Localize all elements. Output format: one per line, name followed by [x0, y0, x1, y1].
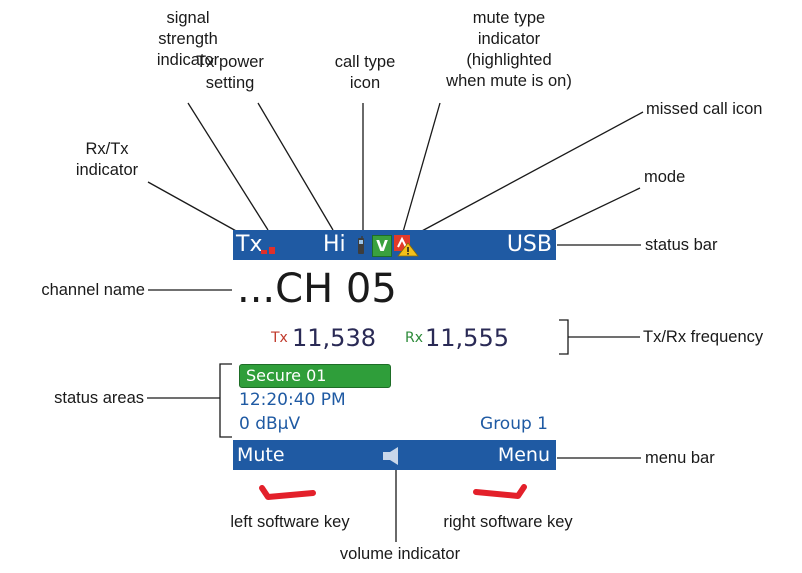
tx-power-label: Tx power setting — [196, 53, 264, 92]
group-name: Group 1 — [480, 414, 548, 434]
channel-name: ...CH 05 — [237, 266, 397, 312]
mute-type-leader — [402, 102, 441, 233]
tx-power-setting: Hi — [323, 232, 346, 257]
menu-bar: Mute Menu — [233, 440, 556, 470]
right-software-key-label: right software key — [443, 513, 573, 531]
status-bar: Tx Hi V USB — [233, 230, 556, 260]
left-softkey-mark — [259, 485, 316, 500]
handset-icon — [358, 236, 364, 254]
left-software-key-label: left software key — [230, 513, 350, 531]
tx-rx-frequency-label: Tx/Rx frequency — [643, 328, 764, 346]
rx-frequency: 11,555 — [425, 324, 509, 352]
call-type-label: call type icon — [334, 53, 396, 92]
tx-frequency: 11,538 — [292, 324, 376, 352]
time-display: 12:20:40 PM — [239, 390, 346, 410]
tx-label: Tx — [271, 330, 288, 346]
missed-call-label: missed call icon — [646, 100, 763, 118]
volume-icon — [383, 447, 398, 465]
mute-type-label: mute type indicator (highlighted when mu… — [446, 9, 572, 90]
freq-bracket — [559, 319, 569, 355]
rx-tx-leader — [147, 181, 239, 233]
mode-leader — [547, 187, 641, 233]
rx-tx-indicator: Tx — [236, 232, 263, 257]
signal-strength-icon — [261, 247, 275, 254]
secure-badge: Secure 01 — [239, 364, 391, 388]
missed-call-icon — [394, 235, 419, 257]
signal-level: 0 dBµV — [239, 414, 301, 434]
mute-softkey[interactable]: Mute — [237, 444, 285, 466]
radio-screen: Tx Hi V USB ...CH 05 Tx 11,538 Rx 11,555… — [233, 230, 556, 470]
signal-strength-label: signal strength indicator — [156, 9, 220, 69]
mode-indicator: USB — [506, 232, 552, 257]
rx-label: Rx — [405, 330, 424, 346]
signal-strength-leader — [187, 102, 269, 231]
tx-power-leader — [257, 102, 334, 231]
right-softkey-mark — [473, 484, 527, 499]
mode-label: mode — [644, 168, 686, 186]
channel-name-label: channel name — [41, 281, 145, 299]
status-areas-bracket — [219, 363, 232, 438]
status-bar-label: status bar — [645, 236, 718, 254]
status-areas-label: status areas — [54, 389, 144, 407]
menu-softkey[interactable]: Menu — [497, 444, 550, 466]
rx-tx-label: Rx/Tx indicator — [75, 140, 139, 179]
volume-indicator-label: volume indicator — [339, 545, 461, 563]
menu-bar-label: menu bar — [645, 449, 715, 467]
missed-call-leader — [419, 111, 644, 233]
call-type-icon: V — [372, 235, 392, 257]
